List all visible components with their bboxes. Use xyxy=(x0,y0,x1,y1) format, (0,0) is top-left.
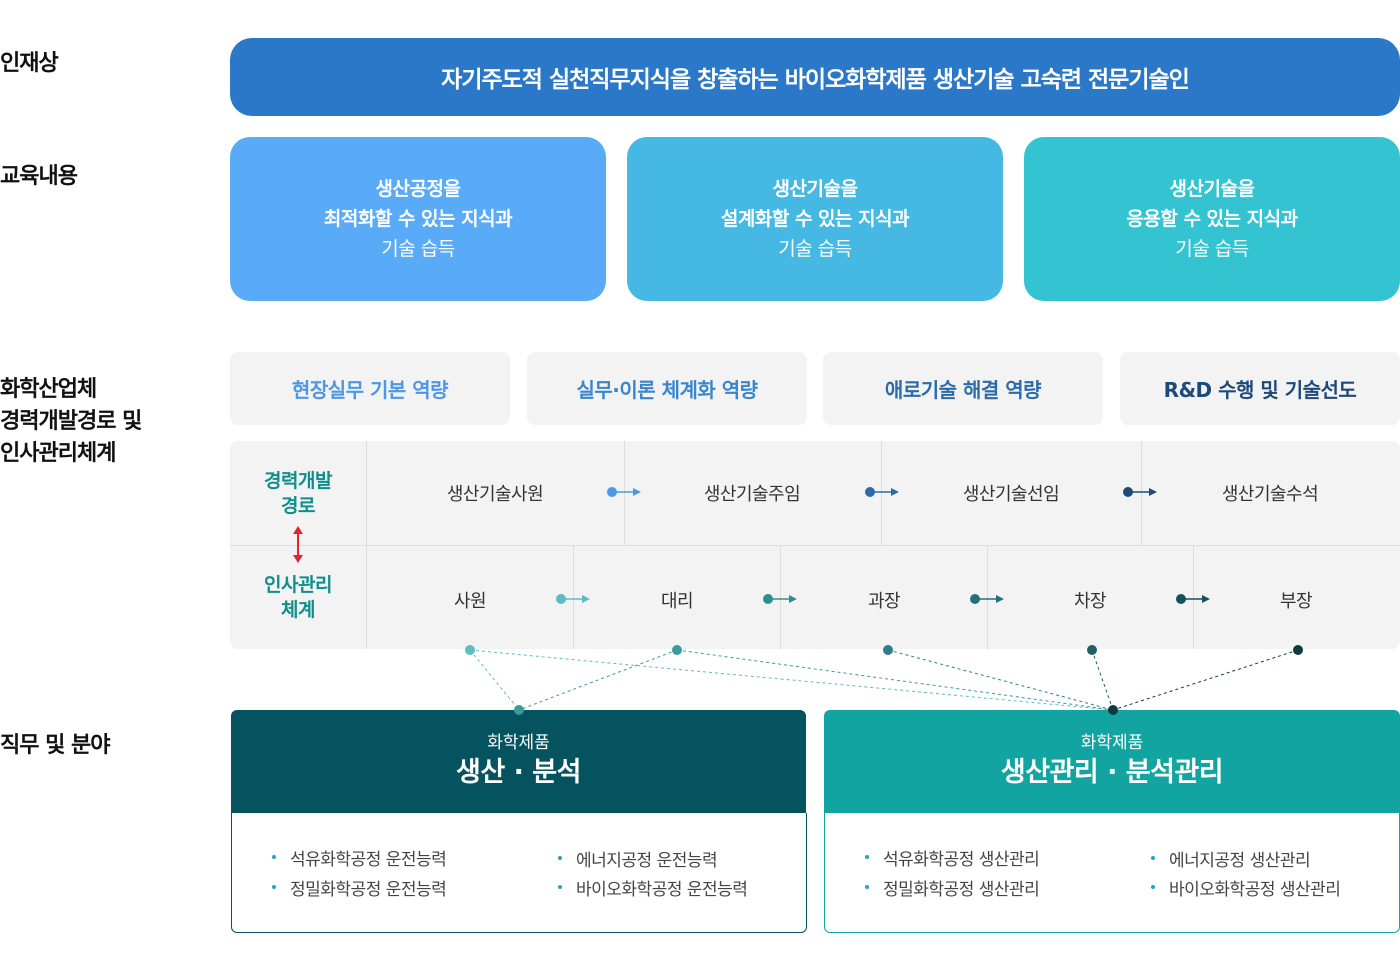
education-box-2-line2: 설계화할 수 있는 지식과 xyxy=(720,208,910,230)
hr-step-4: 차장 xyxy=(1073,591,1107,612)
job-item: 석유화학공정 운전능력 xyxy=(271,845,447,870)
section-label-career-line3: 인사관리체계 xyxy=(0,441,116,466)
job-item: 에너지공정 운전능력 xyxy=(557,846,718,871)
connector-lines xyxy=(469,649,1299,711)
job-subtitle-production: 화학제품 xyxy=(487,733,550,753)
section-label-job: 직무 및 분야 xyxy=(0,733,111,758)
hr-system-label-line2: 체계 xyxy=(281,599,315,621)
career-step-1: 생산기술사원 xyxy=(446,484,544,505)
career-step-3: 생산기술선임 xyxy=(962,484,1060,505)
hr-step-2: 대리 xyxy=(660,591,694,612)
education-box-2-line3: 기술 습득 xyxy=(778,238,852,260)
grid-divider xyxy=(624,441,625,545)
education-box-1-line1: 생산공정을 xyxy=(375,178,461,200)
job-title-management: 생산관리 · 분석관리 xyxy=(1000,757,1224,788)
competency-box-4: R&D 수행 및 기술선도 xyxy=(1120,352,1400,425)
education-box-1-line3: 기술 습득 xyxy=(381,238,455,260)
education-box-2-line1: 생산기술을 xyxy=(772,178,858,200)
job-item: 에너지공정 생산관리 xyxy=(1150,846,1311,871)
career-step-2: 생산기술주임 xyxy=(703,484,801,505)
job-subtitle-management: 화학제품 xyxy=(1080,733,1144,753)
job-header-management: 화학제품 생산관리 · 분석관리 xyxy=(824,710,1400,813)
education-box-3-line3: 기술 습득 xyxy=(1175,238,1249,260)
competency-box-3: 애로기술 해결 역량 xyxy=(823,352,1103,425)
hr-step-3: 과장 xyxy=(867,591,901,612)
hr-system-label-line1: 인사관리 xyxy=(264,574,332,596)
competency-box-1: 현장실무 기본 역량 xyxy=(230,352,510,425)
education-box-3-line2: 응용할 수 있는 지식과 xyxy=(1126,208,1298,230)
career-path-label-line2: 경로 xyxy=(281,495,315,517)
job-item: 바이오화학공정 생산관리 xyxy=(1150,875,1341,900)
job-item: 석유화학공정 생산관리 xyxy=(864,845,1040,870)
section-label-career-line1: 화학산업체 xyxy=(0,377,97,402)
job-item: 바이오화학공정 운전능력 xyxy=(557,875,748,900)
job-body-production: 석유화학공정 운전능력 정밀화학공정 운전능력 에너지공정 운전능력 바이오화학… xyxy=(231,813,807,933)
hr-step-5: 부장 xyxy=(1279,591,1313,612)
job-title-production: 생산 · 분석 xyxy=(456,757,581,788)
section-label-talent: 인재상 xyxy=(0,51,59,76)
job-item: 정밀화학공정 생산관리 xyxy=(864,875,1040,900)
grid-divider xyxy=(881,441,882,545)
job-body-management: 석유화학공정 생산관리 정밀화학공정 생산관리 에너지공정 생산관리 바이오화학… xyxy=(824,813,1400,933)
grid-divider xyxy=(1141,441,1142,545)
grid-divider xyxy=(987,546,988,649)
grid-divider xyxy=(366,441,367,649)
competency-box-2: 실무·이론 체계화 역량 xyxy=(527,352,807,425)
hr-step-1: 사원 xyxy=(453,591,487,612)
career-step-4: 생산기술수석 xyxy=(1221,484,1319,505)
career-path-label: 경력개발 경로 xyxy=(230,469,366,519)
job-item: 정밀화학공정 운전능력 xyxy=(271,875,447,900)
grid-divider xyxy=(573,546,574,649)
education-box-1: 생산공정을 최적화할 수 있는 지식과 기술 습득 xyxy=(230,137,606,301)
section-label-career-line2: 경력개발경로 및 xyxy=(0,409,142,434)
talent-banner: 자기주도적 실천직무지식을 창출하는 바이오화학제품 생산기술 고숙련 전문기술… xyxy=(230,38,1400,116)
education-box-1-line2: 최적화할 수 있는 지식과 xyxy=(323,208,513,230)
education-box-2: 생산기술을 설계화할 수 있는 지식과 기술 습득 xyxy=(627,137,1003,301)
grid-divider xyxy=(1193,546,1194,649)
career-path-label-line1: 경력개발 xyxy=(264,470,332,492)
hr-system-label: 인사관리 체계 xyxy=(230,573,366,623)
education-box-3-line1: 생산기술을 xyxy=(1169,178,1255,200)
section-label-career: 화학산업체 경력개발경로 및 인사관리체계 xyxy=(0,374,142,470)
education-box-3: 생산기술을 응용할 수 있는 지식과 기술 습득 xyxy=(1024,137,1400,301)
grid-divider xyxy=(780,546,781,649)
section-label-education: 교육내용 xyxy=(0,164,78,189)
grid-row-divider xyxy=(230,545,1400,546)
job-header-production: 화학제품 생산 · 분석 xyxy=(231,710,806,813)
